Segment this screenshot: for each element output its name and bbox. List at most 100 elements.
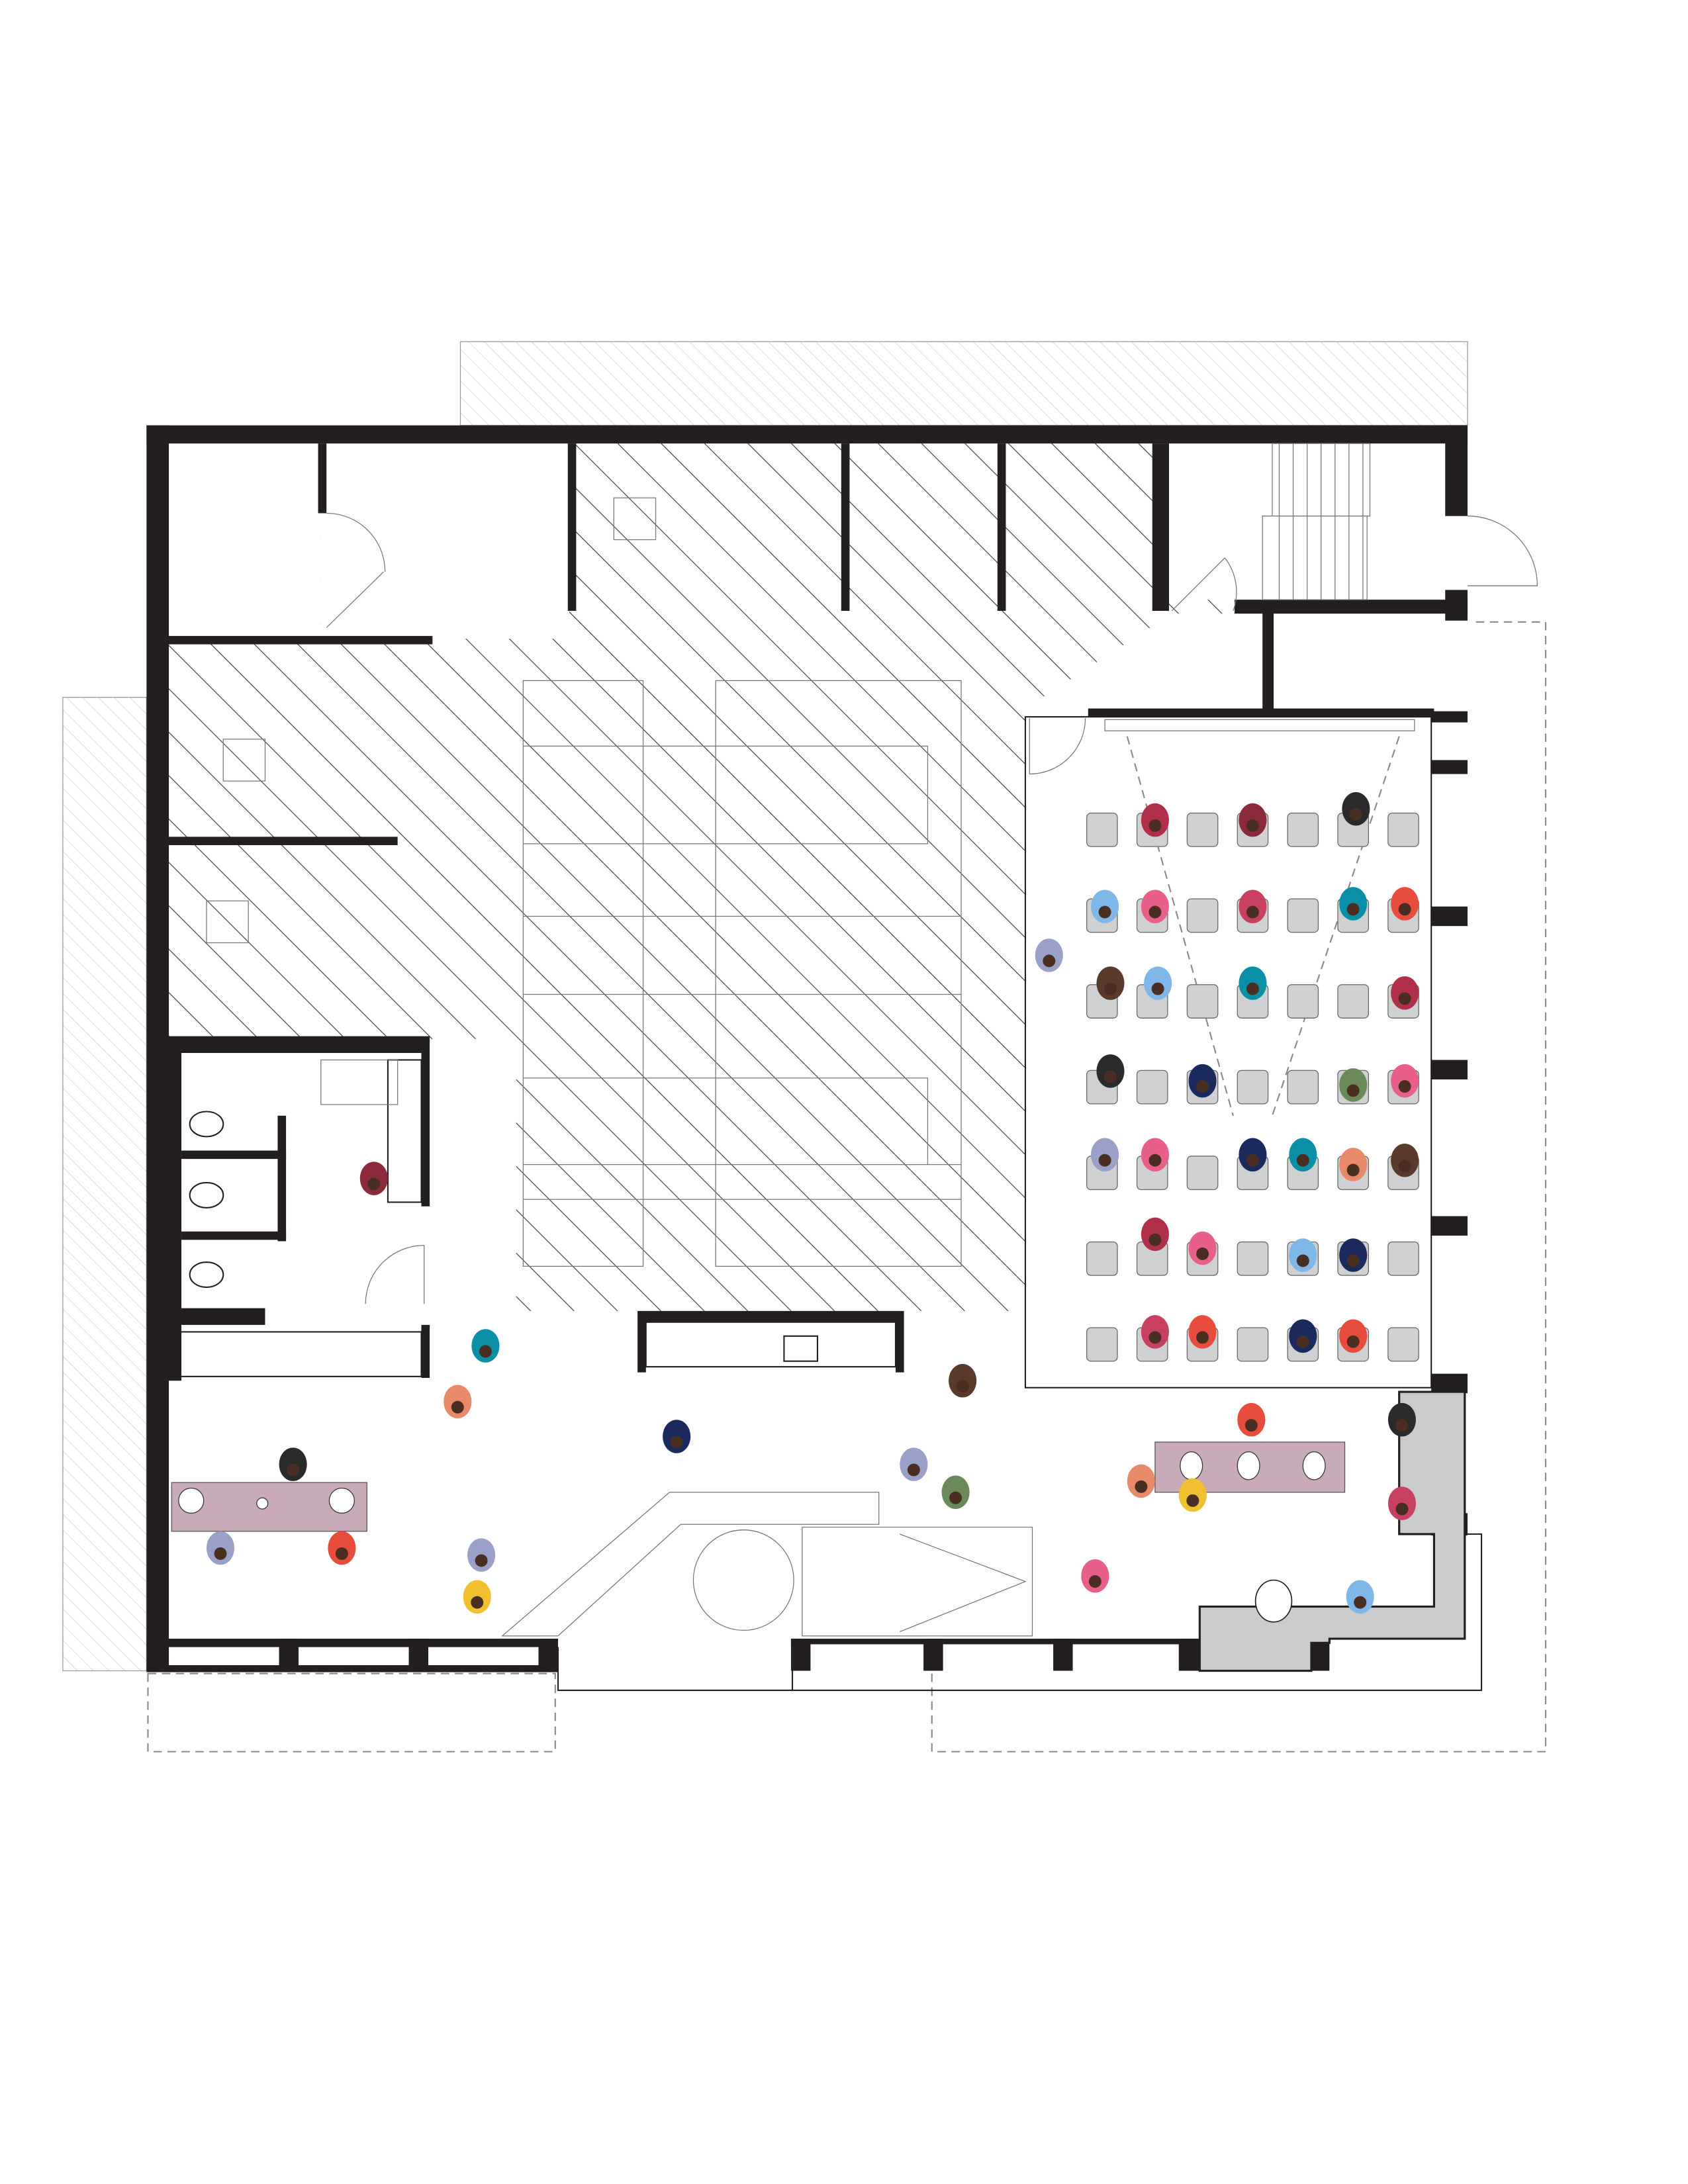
wall-segment xyxy=(181,1231,287,1240)
person-figure xyxy=(1081,1559,1109,1593)
wall-segment xyxy=(1235,600,1468,614)
wall-segment xyxy=(421,1052,430,1206)
person-head xyxy=(1349,808,1362,821)
storage-room-floor xyxy=(167,443,321,639)
wall-segment xyxy=(1445,425,1468,516)
auditorium-chair xyxy=(1387,812,1419,847)
person-figure xyxy=(1239,803,1267,837)
person-head xyxy=(1135,1480,1148,1493)
wall-segment xyxy=(1431,711,1468,723)
doors xyxy=(326,512,1538,1304)
person-head xyxy=(1398,1160,1411,1173)
person-head xyxy=(1346,1254,1360,1267)
person-figure xyxy=(900,1447,928,1481)
wall-segment xyxy=(146,1639,559,1647)
wall-segment xyxy=(790,1639,1196,1645)
person-figure xyxy=(1239,966,1267,1000)
person-head xyxy=(1149,819,1162,832)
coat-rack xyxy=(166,1331,422,1377)
person-figure xyxy=(949,1363,977,1398)
person-figure xyxy=(444,1385,472,1419)
person-head xyxy=(335,1547,348,1560)
person-head xyxy=(214,1547,227,1560)
wall-segment xyxy=(277,1115,287,1242)
person-figure xyxy=(1188,1064,1217,1098)
wall-segment xyxy=(167,1036,430,1053)
auditorium-chair xyxy=(1136,1069,1168,1105)
person-head xyxy=(907,1463,920,1477)
person-figure xyxy=(1237,1402,1266,1437)
facade-line xyxy=(557,1533,1483,1692)
auditorium-chair xyxy=(1237,1069,1269,1105)
auditorium-chair xyxy=(1237,1241,1269,1276)
adjacent-building-left xyxy=(62,697,147,1672)
people xyxy=(206,792,1419,1614)
person-figure xyxy=(1090,889,1119,924)
person-head xyxy=(1196,1080,1209,1093)
wall-segment xyxy=(1431,760,1468,774)
auditorium-chair xyxy=(1186,898,1219,933)
person-head xyxy=(1246,905,1259,919)
wall-segment xyxy=(146,425,169,1671)
person-head xyxy=(1098,1154,1111,1167)
wall-segment xyxy=(181,1150,287,1160)
auditorium-chair xyxy=(1186,984,1219,1019)
corridor-top xyxy=(320,443,569,639)
office-zone-hatch xyxy=(167,443,1263,1311)
person-figure xyxy=(1188,1315,1217,1349)
person-head xyxy=(1398,903,1411,916)
person-figure xyxy=(1339,1319,1368,1353)
person-head xyxy=(451,1400,464,1414)
person-head xyxy=(1043,954,1056,968)
person-figure xyxy=(1339,1238,1368,1272)
stair xyxy=(1262,443,1371,600)
person-head xyxy=(1088,1575,1102,1588)
wall-segment xyxy=(421,1324,430,1378)
person-figure xyxy=(471,1329,500,1363)
person-figure xyxy=(279,1447,307,1481)
person-figure xyxy=(1035,938,1063,972)
wall-segment xyxy=(167,1038,182,1381)
person-head xyxy=(1398,992,1411,1005)
wall-segment xyxy=(1088,708,1434,717)
auditorium-chair xyxy=(1186,812,1219,847)
person-figure xyxy=(1342,792,1370,826)
person-figure xyxy=(1127,1464,1155,1498)
auditorium-chair xyxy=(1287,812,1319,847)
auditorium-chair xyxy=(1387,1327,1419,1362)
person-figure xyxy=(1096,1054,1125,1088)
person-figure xyxy=(463,1580,491,1614)
person-figure xyxy=(1346,1580,1374,1614)
bathroom-fixtures xyxy=(189,1059,422,1289)
person-head xyxy=(1296,1335,1309,1348)
person-figure xyxy=(1339,1068,1368,1102)
storage-shelf xyxy=(320,1059,399,1105)
adjacent-building-top xyxy=(459,341,1468,426)
wall-segment xyxy=(997,443,1006,611)
person-figure xyxy=(1141,1315,1169,1349)
person-head xyxy=(1395,1502,1409,1516)
auditorium-chair xyxy=(1287,898,1319,933)
person-figure xyxy=(206,1531,235,1565)
wall-segment xyxy=(1262,600,1274,711)
person-head xyxy=(1196,1331,1209,1344)
toilets xyxy=(189,1111,224,1289)
person-figure xyxy=(1239,889,1267,924)
person-figure xyxy=(467,1538,496,1572)
person-figure xyxy=(1141,889,1169,924)
wall-segment xyxy=(1431,906,1468,927)
person-head xyxy=(475,1554,488,1567)
wall-segment xyxy=(841,443,850,611)
person-head xyxy=(1296,1154,1309,1167)
person-head xyxy=(1296,1254,1309,1267)
person-figure xyxy=(1391,976,1419,1010)
auditorium-chair xyxy=(1086,812,1118,847)
wall-segment xyxy=(1431,1373,1468,1394)
stair-room-floor xyxy=(1166,443,1451,600)
wall-segment xyxy=(167,635,433,645)
wall-segment xyxy=(318,443,327,514)
person-head xyxy=(670,1435,683,1449)
person-figure xyxy=(1339,887,1368,921)
entry-gray-floor xyxy=(1198,1390,1466,1672)
